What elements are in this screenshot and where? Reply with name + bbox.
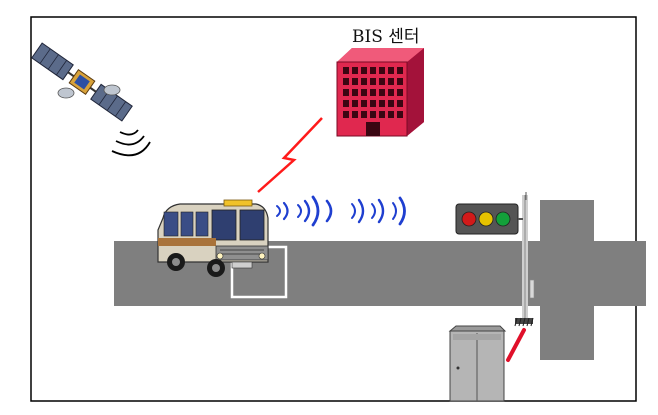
radio-signal-waves: [276, 195, 406, 227]
bus-icon: [157, 199, 269, 277]
road-vertical: [540, 200, 594, 360]
satellite-icon: [31, 42, 133, 122]
bis-center-label: BIS 센터: [352, 27, 420, 47]
roadside-cabinet-icon: [448, 325, 507, 402]
lightning-link-icon: [257, 117, 323, 193]
building-icon: [336, 48, 424, 137]
traffic-light-icon: [455, 192, 535, 318]
satellite-signal-waves: [111, 129, 151, 157]
barrier-gate-icon: [506, 317, 534, 362]
diagram-frame: [30, 16, 637, 402]
